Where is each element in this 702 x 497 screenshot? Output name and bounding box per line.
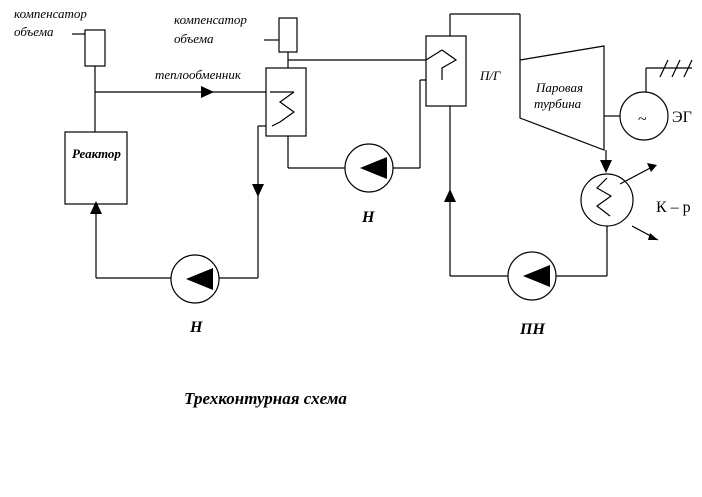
volume-compensator-2 — [278, 17, 298, 53]
flow-arrow-down-icon — [600, 160, 612, 173]
volume-compensator-1 — [84, 29, 106, 67]
feed-pump-label: ПН — [519, 321, 545, 338]
generator-symbol: ~ — [638, 111, 647, 128]
generator-label: ЭГ — [672, 109, 692, 126]
steam-generator — [425, 35, 467, 107]
flow-arrow-up-icon — [90, 201, 102, 214]
steam-generator-coil-icon — [441, 49, 458, 80]
intermediate-heat-exchanger — [265, 67, 307, 137]
pump-arrow-icon — [523, 265, 550, 287]
steam-generator-label: П/Г — [479, 68, 501, 83]
pump-2-label: Н — [361, 209, 375, 226]
pump-1-label: Н — [189, 319, 203, 336]
flow-arrow-up-icon — [444, 189, 456, 202]
diagram-title: Трехконтурная схема — [184, 389, 347, 408]
turbine-label-line2: турбина — [534, 96, 582, 111]
reactor — [64, 131, 128, 205]
condenser-label: К – р — [656, 199, 691, 216]
compensator-2-label-line1: компенсатор — [174, 12, 247, 27]
compensator-1-label-line2: объема — [14, 24, 54, 39]
steam-loop — [444, 13, 693, 301]
turbine-label-line1: Паровая — [535, 80, 583, 95]
intermediate-loop — [264, 17, 442, 193]
electric-generator — [619, 91, 669, 141]
flow-arrow-icon — [201, 86, 214, 98]
pump-arrow-icon — [360, 157, 387, 179]
steam-turbine — [519, 45, 605, 151]
cooling-water-out-icon — [619, 165, 655, 185]
flow-arrow-down-icon — [252, 184, 264, 197]
reactor-label: Реактор — [72, 146, 121, 161]
condenser-coil-icon — [595, 177, 613, 217]
pump-arrow-icon — [186, 268, 213, 290]
compensator-1-label-line1: компенсатор — [14, 6, 87, 21]
heat-exchanger-label: теплообменник — [155, 67, 242, 82]
compensator-2-label-line2: объема — [174, 31, 214, 46]
heat-exchanger-coil-icon — [278, 91, 296, 123]
